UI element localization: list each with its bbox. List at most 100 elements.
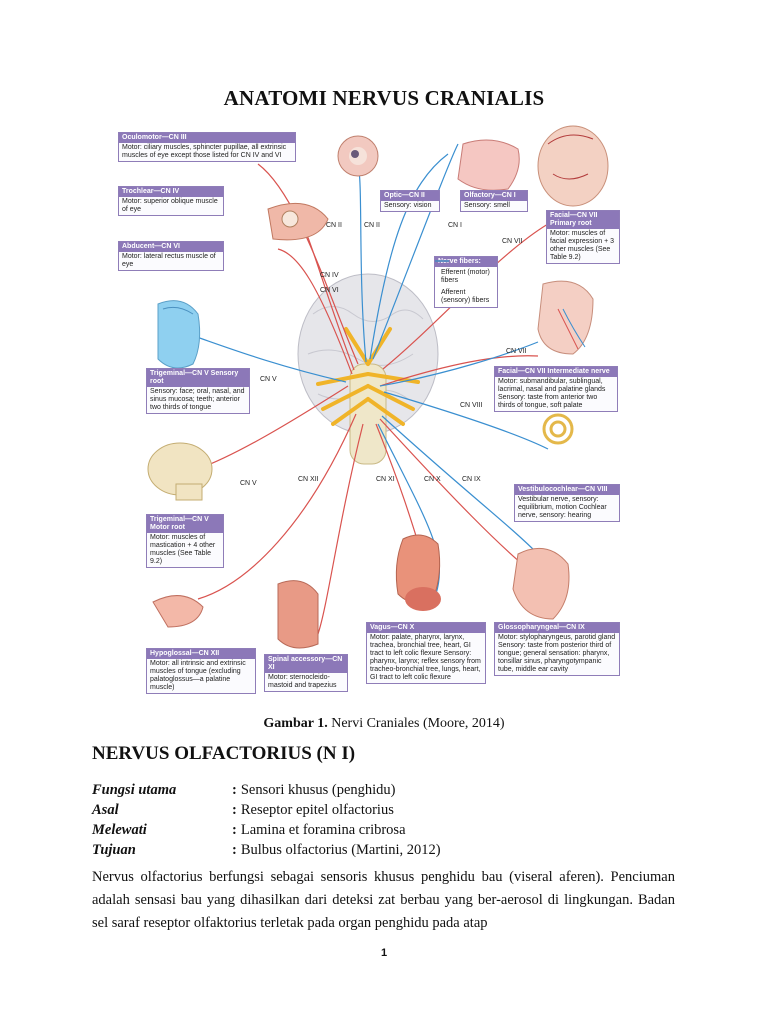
trochlear-title: Trochlear—CN IV [119, 187, 223, 197]
cn-label-cn5b: CN V [240, 480, 257, 487]
cn-label-cn7b: CN VII [506, 348, 527, 355]
info-key: Tujuan [92, 842, 136, 858]
info-value: Bulbus olfactorius (Martini, 2012) [240, 842, 441, 858]
info-key: Melewati [92, 822, 147, 838]
info-row: Melewati : Lamina et foramina cribrosa [92, 820, 692, 840]
trochlear-body: Motor: superior oblique muscle of eye [122, 198, 218, 213]
legend-efferent-row: Efferent (motor) fibers [435, 260, 497, 287]
glossopharyngeal-title: Glossopharyngeal—CN IX [495, 623, 619, 633]
trigeminal-motor-box: Trigeminal—CN V Motor root Motor: muscle… [146, 514, 224, 568]
neck-muscles [277, 580, 319, 649]
facial-intermediate-title: Facial—CN VII Intermediate nerve [495, 367, 617, 377]
trigeminal-sensory-title: Trigeminal—CN V Sensory root [147, 369, 249, 387]
oculomotor-box: Oculomotor—CN III Motor: ciliary muscles… [118, 132, 296, 162]
hypoglossal-box: Hypoglossal—CN XII Motor: all intrinsic … [146, 648, 256, 694]
facial-primary-title: Facial—CN VII Primary root [547, 211, 619, 229]
caption-text: Nervi Craniales (Moore, 2014) [327, 716, 505, 731]
glossopharyngeal-box: Glossopharyngeal—CN IX Motor: stylophary… [494, 622, 620, 676]
info-row: Fungsi utama : Sensori khusus (penghidu) [92, 780, 692, 800]
cn-label-cn12: CN XII [298, 476, 319, 483]
facial-intermediate-body: Motor: submandibular, sublingual, lacrim… [498, 378, 606, 409]
nerve-fibers-legend: Nerve fibers: Efferent (motor) fibers Af… [434, 256, 498, 308]
trochlear-box: Trochlear—CN IV Motor: superior oblique … [118, 186, 224, 216]
afferent-swatch [435, 260, 449, 262]
facial-intermediate-box: Facial—CN VII Intermediate nerve Motor: … [494, 366, 618, 412]
efferent-fibers [197, 163, 549, 635]
cn-label-cn11: CN XI [376, 476, 395, 483]
info-value: Lamina et foramina cribrosa [240, 822, 406, 838]
info-row: Tujuan : Bulbus olfactorius (Martini, 20… [92, 840, 692, 860]
info-colon: : [232, 822, 237, 838]
legend-efferent: Efferent (motor) fibers [441, 269, 490, 284]
cn-label-cn6: CN VI [320, 287, 339, 294]
info-key: Fungsi utama [92, 782, 177, 798]
spinal-accessory-box: Spinal accessory—CN XI Motor: sternoclei… [264, 654, 348, 692]
cranial-nerves-figure: Oculomotor—CN III Motor: ciliary muscles… [118, 124, 638, 704]
page-title: ANATOMI NERVUS CRANIALIS [223, 86, 545, 110]
cn-label-cn5a: CN V [260, 376, 277, 383]
afferent-fibers [187, 143, 549, 595]
tongue [152, 595, 204, 628]
abducent-title: Abducent—CN VI [119, 242, 223, 252]
cn-label-cn4: CN IV [320, 272, 339, 279]
info-value: Sensori khusus (penghidu) [240, 782, 396, 798]
trigeminal-sensory-box: Trigeminal—CN V Sensory root Sensory: fa… [146, 368, 250, 414]
facial-primary-box: Facial—CN VII Primary root Motor: muscle… [546, 210, 620, 264]
head-facial [537, 125, 609, 207]
info-key: Asal [92, 802, 119, 818]
hypoglossal-body: Motor: all intrinsic and extrinsic muscl… [150, 660, 246, 691]
olfactory-box: Olfactory—CN I Sensory: smell [460, 190, 528, 212]
info-colon: : [232, 842, 237, 858]
info-colon: : [232, 782, 237, 798]
optic-box: Optic—CN II Sensory: vision [380, 190, 440, 212]
info-value: Reseptor epitel olfactorius [240, 802, 394, 818]
spinal-accessory-title: Spinal accessory—CN XI [265, 655, 347, 673]
info-colon: : [232, 802, 237, 818]
abducent-box: Abducent—CN VI Motor: lateral rectus mus… [118, 241, 224, 271]
vestibulocochlear-box: Vestibulocochlear—CN VIII Vestibular ner… [514, 484, 620, 522]
pharynx [512, 547, 570, 620]
trigeminal-motor-body: Motor: muscles of mastication + 4 other … [150, 534, 216, 565]
vagus-body: Motor: palate, pharynx, larynx, trachea,… [370, 634, 481, 681]
info-table: Fungsi utama : Sensori khusus (penghidu)… [92, 780, 692, 860]
olfactory-body: Sensory: smell [464, 202, 510, 209]
body-paragraph: Nervus olfactorius berfungsi sebagai sen… [92, 869, 675, 931]
cn-label-cn10: CN X [424, 476, 441, 483]
info-row: Asal : Reseptor epitel olfactorius [92, 800, 692, 820]
face-sensory [157, 300, 201, 369]
cn-label-cn9: CN IX [462, 476, 481, 483]
spinal-accessory-body: Motor: sternocleido-mastoid and trapeziu… [268, 674, 337, 689]
caption-label: Gambar 1. [263, 716, 328, 731]
vagus-title: Vagus—CN X [367, 623, 485, 633]
oculomotor-title: Oculomotor—CN III [119, 133, 295, 143]
hypoglossal-title: Hypoglossal—CN XII [147, 649, 255, 659]
glossopharyngeal-body: Motor: stylopharyngeus, parotid gland Se… [498, 634, 616, 673]
cn-label-cn1: CN I [448, 222, 462, 229]
section-title: NERVUS OLFACTORIUS (N I) [92, 743, 356, 764]
throat [537, 280, 594, 355]
vestibulocochlear-title: Vestibulocochlear—CN VIII [515, 485, 619, 495]
abducent-body: Motor: lateral rectus muscle of eye [122, 253, 216, 268]
cn-label-cn8: CN VIII [460, 402, 483, 409]
nerve-bundles [316, 327, 420, 426]
cn-label-cn2b: CN II [364, 222, 380, 229]
vagus-box: Vagus—CN X Motor: palate, pharynx, laryn… [366, 622, 486, 684]
legend-afferent-row: Afferent (sensory) fibers [435, 260, 497, 307]
facial-primary-body: Motor: muscles of facial expression + 3 … [550, 230, 615, 261]
legend-title: Nerve fibers: [435, 257, 497, 267]
cn-label-cn2a: CN II [326, 222, 342, 229]
oculomotor-body: Motor: ciliary muscles, sphincter pupill… [122, 144, 287, 159]
legend-afferent: Afferent (sensory) fibers [441, 289, 490, 304]
optic-title: Optic—CN II [381, 191, 439, 201]
trigeminal-motor-title: Trigeminal—CN V Motor root [147, 515, 223, 533]
page-number: 1 [380, 947, 388, 959]
figure-caption: Gambar 1. Nervi Craniales (Moore, 2014) [0, 716, 768, 732]
inner-ear [542, 413, 574, 445]
vestibulocochlear-body: Vestibular nerve, sensory: equilibrium, … [518, 496, 607, 519]
optic-body: Sensory: vision [384, 202, 432, 209]
cn-label-cn7a: CN VII [502, 238, 523, 245]
trigeminal-sensory-body: Sensory: face; oral, nasal, and sinus mu… [150, 388, 245, 411]
olfactory-title: Olfactory—CN I [461, 191, 527, 201]
nasal-cavity [457, 139, 520, 191]
figure-illustration [147, 125, 609, 649]
